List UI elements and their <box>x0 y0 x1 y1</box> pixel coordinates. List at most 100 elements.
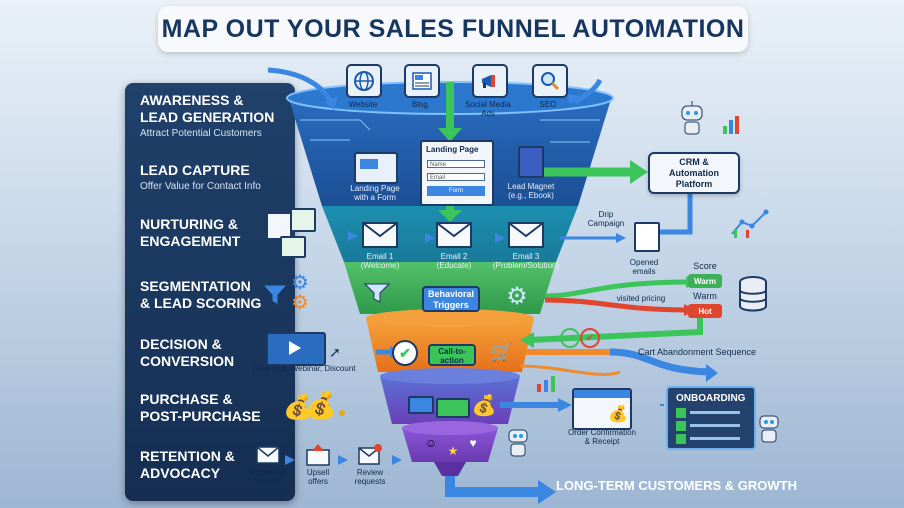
filter-icon <box>364 282 390 304</box>
source-label: Website <box>348 100 378 109</box>
growth-label: LONG-TERM CUSTOMERS & GROWTH <box>556 478 797 493</box>
magnet-caption: Lead Magnet(e.g., Ebook) <box>507 182 555 200</box>
gear-icon: ⚙ <box>291 271 309 294</box>
stages-panel <box>125 83 295 501</box>
email-field[interactable]: Email <box>427 173 485 181</box>
shopping-cart-icon: 🛒 <box>490 341 514 362</box>
call-to-action-button[interactable]: Call-to-action <box>428 344 476 366</box>
stage-heading: DECISION & <box>140 336 222 352</box>
seo-search-icon <box>532 64 568 98</box>
page-title: MAP OUT YOUR SALES FUNNEL AUTOMATION <box>161 14 745 43</box>
review-icon <box>358 444 382 466</box>
stage-segmentation: SEGMENTATION & LEAD SCORING <box>140 278 261 312</box>
robot-icon <box>506 426 530 460</box>
blog-icon <box>404 64 440 98</box>
gear-icon: ⚙ <box>506 282 528 310</box>
form-title: Landing Page <box>426 145 479 154</box>
money-bag-icon: 💰 <box>283 393 313 421</box>
money-bag-icon: 💰 <box>471 394 497 417</box>
warm-badge: Warm <box>688 274 722 288</box>
stage-purchase: PURCHASE & POST-PURCHASE <box>140 391 261 425</box>
landing-page-form: Landing Page Name Email Form <box>420 140 494 206</box>
decision-options-label: Free Trial, Webinar, Discount <box>252 364 356 373</box>
stage-awareness: AWARENESS & LEAD GENERATION Attract Pote… <box>140 92 274 139</box>
stage-heading: RETENTION & <box>140 448 235 464</box>
source-arrows <box>267 67 603 105</box>
credit-card-icon <box>408 396 434 414</box>
stage-heading: LEAD GENERATION <box>140 109 275 125</box>
source-label: Blog <box>411 100 428 109</box>
hot-badge: Hot <box>688 304 722 318</box>
ebook-icon <box>518 146 544 178</box>
stage-nurturing: NURTURING & ENGAGEMENT <box>140 216 240 250</box>
smile-icon: ☺ <box>424 436 438 450</box>
cursor-icon: ➚ <box>329 343 341 360</box>
check-circle-icon: ✔ <box>560 328 580 348</box>
source-label: SEO <box>539 100 557 109</box>
landing-page-thumbnail <box>354 152 398 184</box>
check-circle-icon: ✔ <box>392 340 418 366</box>
receipt-window: 💰 <box>572 388 632 430</box>
stage-heading: SEGMENTATION <box>140 278 251 294</box>
heart-icon: ♥ <box>469 436 477 450</box>
score-label: Score <box>693 261 717 271</box>
money-bag-icon: 💰 <box>608 406 628 423</box>
upsell-icon <box>306 444 330 466</box>
email-2-label: Email 2(Educate) <box>436 252 472 270</box>
stage-heading: NURTURING & <box>140 216 238 232</box>
robot-icon <box>756 412 782 446</box>
bar-chart-icon <box>536 376 556 392</box>
email-1-label: Email 1(Welcome) <box>360 252 400 270</box>
stage-heading: AWARENESS & <box>140 92 244 108</box>
document-icon <box>634 222 660 252</box>
check-circle-icon: ✔ <box>580 328 600 348</box>
video-player-icon <box>266 332 326 366</box>
stage-heading: ENGAGEMENT <box>140 233 241 249</box>
line-chart-icon <box>730 208 770 238</box>
stage-subtitle: Attract Potential Customers <box>140 128 262 139</box>
coins-icon: ● <box>337 404 347 420</box>
stage-heading: ADVOCACY <box>140 465 221 481</box>
cash-icon <box>436 398 470 418</box>
stage-heading: PURCHASE & <box>140 391 233 407</box>
onboarding-panel: ONBOARDING <box>666 386 756 450</box>
email-envelope-icon <box>256 446 280 464</box>
stage-heading: POST-PURCHASE <box>140 408 261 424</box>
stage-heading: & LEAD SCORING <box>140 295 262 311</box>
checkbox-icon <box>676 408 686 418</box>
cart-abandonment-label: Cart Abandonment Sequence <box>637 347 757 357</box>
image-icon <box>290 208 316 232</box>
title-banner: MAP OUT YOUR SALES FUNNEL AUTOMATION <box>158 6 748 52</box>
robot-icon <box>677 100 707 138</box>
visited-pricing-label: visited pricing <box>616 294 666 303</box>
onboarding-title: ONBOARDING <box>676 393 746 404</box>
star-icon: ★ <box>447 444 459 458</box>
gear-icon: ⚙ <box>291 291 309 314</box>
money-bag-icon: 💰 <box>304 389 338 420</box>
stage-heading: CONVERSION <box>140 353 235 369</box>
stage-decision: DECISION & CONVERSION <box>140 336 234 370</box>
database-icon <box>738 276 768 312</box>
name-field[interactable]: Name <box>427 160 485 168</box>
form-submit-button[interactable]: Form <box>427 186 485 196</box>
filter-icon <box>262 283 288 307</box>
order-confirmation-label: Order Confirmation& Receipt <box>567 428 637 446</box>
stage-lead-capture: LEAD CAPTURE Offer Value for Contact Inf… <box>140 162 261 192</box>
email-3-label: Email 3(Problem/Solution) <box>492 252 560 270</box>
stage-heading: LEAD CAPTURE <box>140 162 250 178</box>
checkbox-icon <box>676 434 686 444</box>
globe-icon <box>346 64 382 98</box>
warm-label: Warm <box>693 291 717 301</box>
source-label: Social Media Ads <box>465 100 511 118</box>
email-envelope-icon <box>436 222 472 248</box>
image-icon <box>280 236 306 258</box>
bar-chart-icon <box>722 114 740 134</box>
